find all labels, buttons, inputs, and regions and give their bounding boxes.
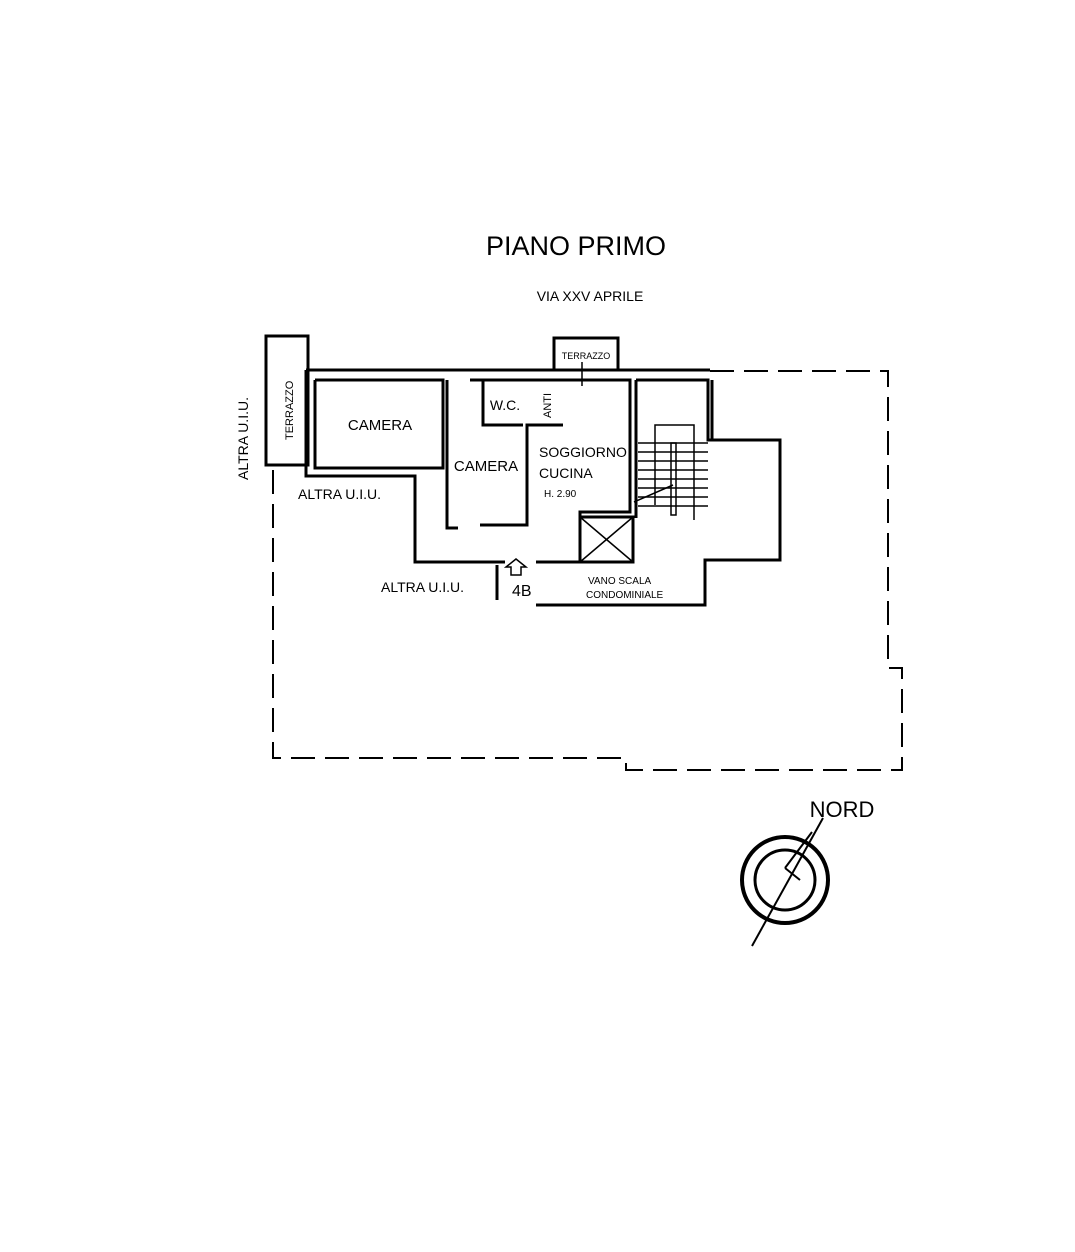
terrace-left: TERRAZZO — [264, 334, 310, 467]
staircase — [633, 424, 708, 520]
room-camera-2: CAMERA — [454, 458, 518, 475]
north-compass-icon: NORD — [740, 797, 875, 947]
neighbor-left-label: ALTRA U.I.U. — [235, 397, 251, 480]
room-wc: W.C. — [490, 397, 520, 413]
plan-title: PIANO PRIMO — [486, 231, 666, 261]
unit-number: 4B — [512, 583, 532, 600]
property-boundary — [272, 370, 903, 771]
room-soggiorno: SOGGIORNO — [539, 444, 627, 460]
neighbor-inner-label: ALTRA U.I.U. — [298, 486, 381, 502]
walls — [304, 368, 782, 607]
room-camera-1: CAMERA — [348, 417, 412, 434]
terrace-top: TERRAZZO — [552, 336, 620, 386]
entrance-arrow-icon — [503, 558, 529, 576]
neighbor-bottom-label: ALTRA U.I.U. — [381, 579, 464, 595]
compass-label: NORD — [810, 797, 875, 822]
stair-label-1: VANO SCALA — [588, 576, 651, 587]
terrace-left-label: TERRAZZO — [284, 380, 296, 440]
street-label: VIA XXV APRILE — [537, 288, 644, 304]
room-cucina: CUCINA — [539, 465, 593, 481]
stair-label-2: CONDOMINIALE — [586, 590, 664, 601]
room-anti: ANTI — [542, 393, 554, 418]
terrace-top-label: TERRAZZO — [562, 351, 611, 361]
room-height: H. 2.90 — [544, 489, 577, 500]
